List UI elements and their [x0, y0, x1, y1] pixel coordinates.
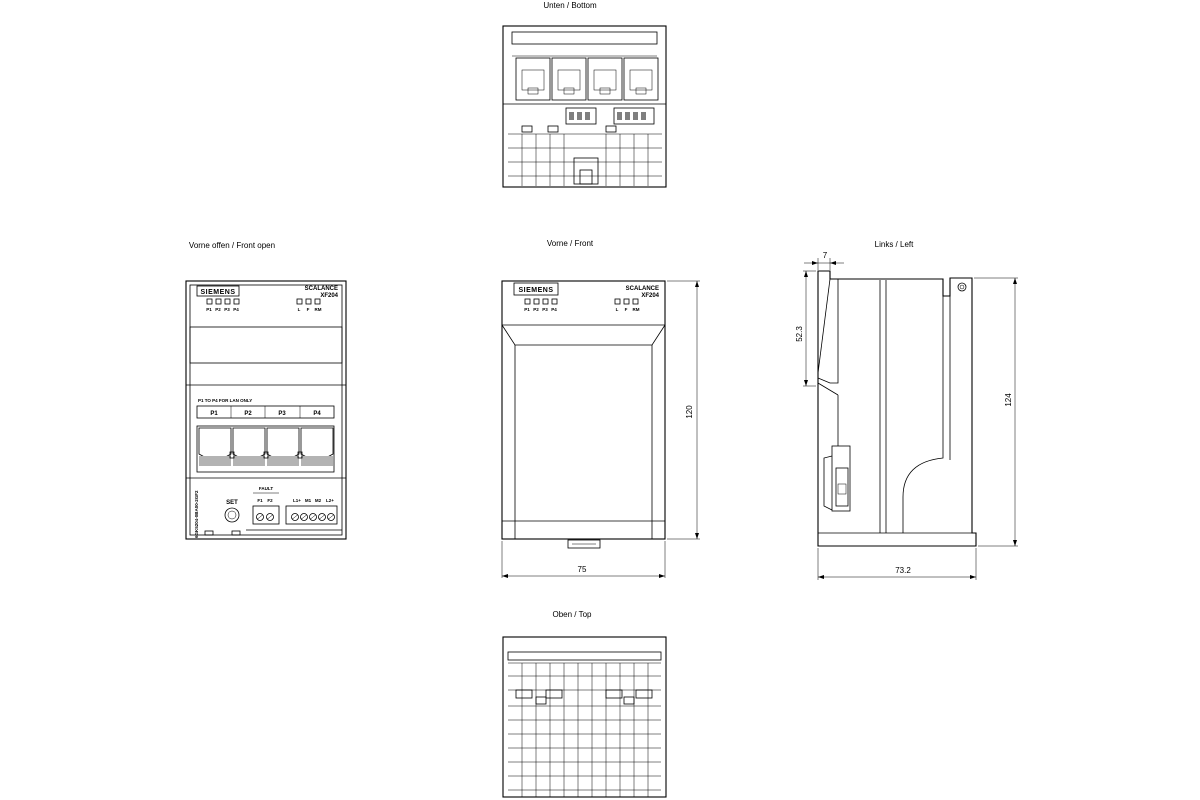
top-view-title: Oben / Top	[553, 610, 593, 619]
terminal-label-m2: M2	[315, 498, 322, 503]
top-vent-grid	[508, 663, 661, 797]
front-open-product-line: SCALANCE	[305, 286, 338, 292]
terminal-label-l1: L1+	[293, 498, 301, 503]
top-view	[502, 636, 667, 798]
front-led-l: L	[616, 307, 619, 312]
front-open-port-p1: P1	[210, 411, 218, 417]
left-terminal-connector	[823, 445, 851, 512]
front-open-port-labels: P1 P2 P3 P4	[196, 405, 335, 419]
front-led-p4: P4	[551, 307, 557, 312]
front-open-led-p1: P1	[206, 307, 212, 312]
bottom-port-sockets	[515, 57, 659, 101]
left-view: 7 52.3 124 73.2	[795, 251, 1018, 580]
bottom-terminal-block	[565, 107, 655, 125]
front-status-leds: L F RM	[614, 298, 640, 312]
front-open-port-p3: P3	[278, 411, 286, 417]
front-port-leds: P1 P2 P3 P4	[524, 298, 558, 312]
front-dimension-height: 120	[667, 280, 700, 540]
front-model: XF204	[641, 293, 659, 299]
front-open-status-leds: L F RM	[296, 298, 322, 312]
front-open-led-rm: RM	[315, 307, 322, 312]
front-open-led-f: F	[307, 307, 310, 312]
front-view-title: Vorne / Front	[547, 239, 594, 248]
front-open-led-p2: P2	[215, 307, 221, 312]
dim-left-offset: 7	[823, 251, 828, 260]
front-product-line: SCALANCE	[626, 286, 659, 292]
front-led-f: F	[625, 307, 628, 312]
front-led-p3: P3	[542, 307, 548, 312]
front-brand: SIEMENS	[518, 287, 553, 294]
front-open-set-label: SET	[226, 500, 238, 506]
left-dimension-height: 124	[974, 277, 1018, 547]
terminal-label-f1: F1	[257, 498, 263, 503]
dim-left-height: 124	[1004, 393, 1013, 407]
front-open-port-caption: P1 TO P4 FOR LAN ONLY	[198, 398, 252, 403]
front-open-terminal-block-fault	[252, 505, 280, 525]
terminal-label-l2: L2+	[326, 498, 334, 503]
left-dimension-depth: 73.2	[817, 548, 977, 580]
front-open-fault-label: FAULT	[259, 486, 273, 491]
front-open-view-title: Vorne offen / Front open	[189, 241, 275, 250]
bottom-view-title: Unten / Bottom	[543, 1, 597, 10]
front-dimension-width: 75	[501, 541, 666, 578]
front-open-led-p3: P3	[224, 307, 230, 312]
front-led-rm: RM	[633, 307, 640, 312]
terminal-label-m1: M1	[305, 498, 312, 503]
dim-left-upper: 52.3	[795, 326, 804, 342]
left-view-title: Links / Left	[875, 240, 914, 249]
front-led-p1: P1	[524, 307, 530, 312]
front-open-terminal-labels: F1 F2 L1+ M1 M2 L2+	[257, 498, 334, 503]
left-dimension-upper: 52.3	[795, 270, 816, 387]
front-open-set-button	[224, 507, 240, 523]
terminal-label-f2: F2	[267, 498, 273, 503]
front-open-led-p4: P4	[233, 307, 239, 312]
front-open-terminal-block-power	[285, 505, 338, 525]
bottom-vent-grid	[508, 133, 662, 186]
front-open-port-leds: P1 P2 P3 P4	[206, 298, 240, 312]
front-open-port-p4: P4	[313, 411, 321, 417]
front-open-port-p2: P2	[244, 411, 252, 417]
front-open-rj45-sockets	[196, 425, 335, 473]
front-open-side-code: 6GK5204-0BA00-2GF2	[194, 490, 199, 538]
front-open-model: XF204	[320, 293, 338, 299]
front-led-p2: P2	[533, 307, 539, 312]
front-open-brand: SIEMENS	[200, 289, 235, 296]
front-open-led-l: L	[298, 307, 301, 312]
front-view: SIEMENS SCALANCE XF204 P1 P2 P3 P4 L F R…	[501, 280, 700, 578]
front-open-view: SIEMENS SCALANCE XF204 P1 P2 P3 P4 L F R…	[185, 280, 347, 540]
dim-left-depth: 73.2	[895, 566, 911, 575]
bottom-view	[502, 25, 667, 188]
dim-front-height: 120	[685, 405, 694, 419]
left-dimension-offset: 7	[804, 251, 844, 270]
dim-front-width: 75	[578, 565, 587, 574]
